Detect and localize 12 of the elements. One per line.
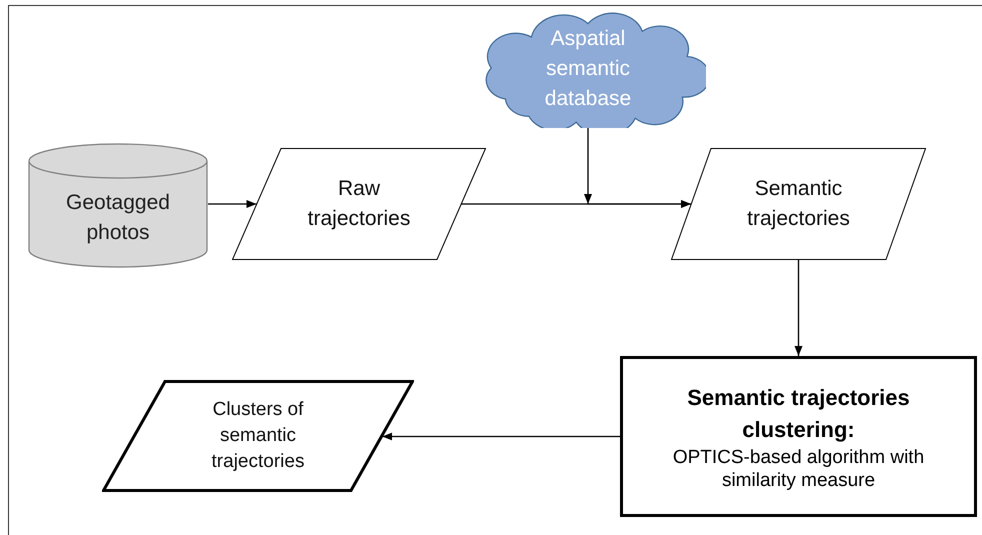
process-title: Semantic trajectories clustering:: [686, 384, 911, 444]
data-parallelogram: [232, 148, 486, 260]
node-label: Clusters of semantic trajectories: [210, 398, 306, 474]
process-box: [620, 356, 977, 517]
node-label: Raw trajectories: [306, 176, 412, 232]
data-parallelogram: [671, 148, 926, 260]
node-label: Semantic trajectories: [746, 176, 851, 232]
node-label: Geotagged photos: [66, 190, 170, 246]
database-cylinder: [28, 143, 208, 268]
node-label: Aspatial semantic database: [544, 26, 632, 112]
data-parallelogram: [102, 380, 414, 492]
node-label: OPTICS-based algorithm with similarity measure: [672, 446, 926, 492]
